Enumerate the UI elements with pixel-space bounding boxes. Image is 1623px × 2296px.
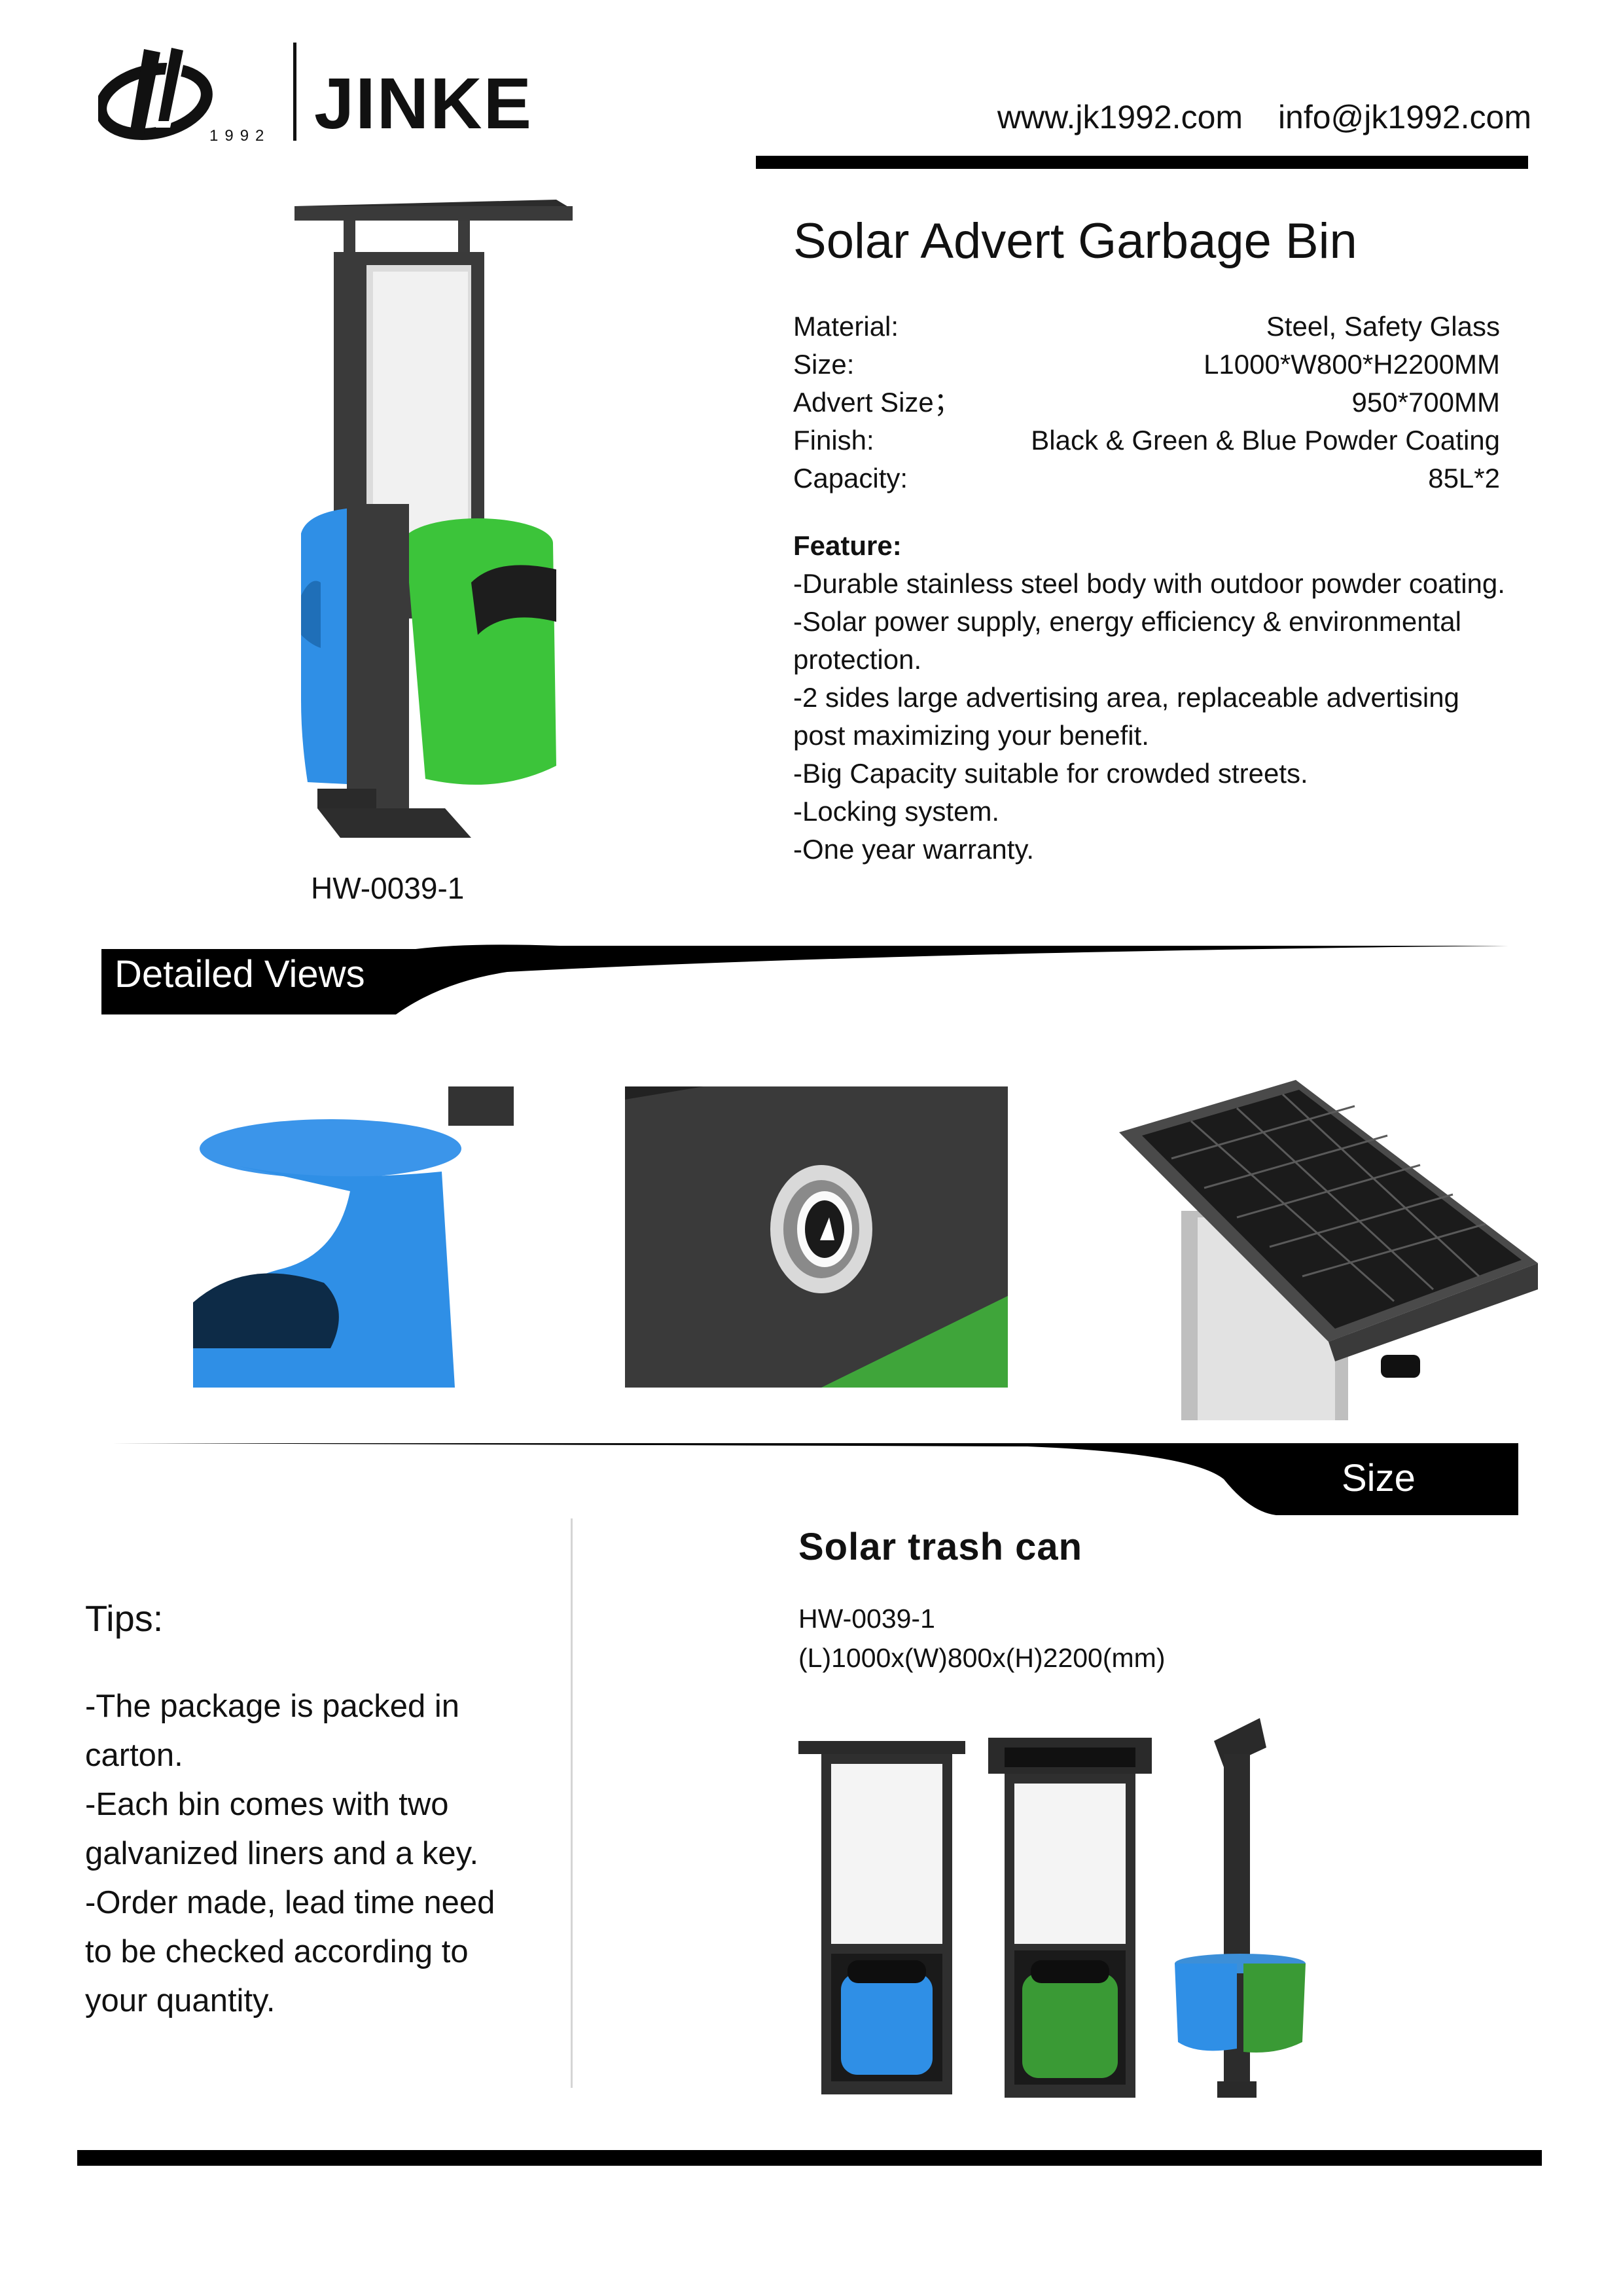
product-title: Solar Advert Garbage Bin	[793, 213, 1357, 269]
section-title-detailed-views: Detailed Views	[115, 953, 365, 996]
brand-name: JINKE	[314, 63, 533, 144]
spec-value: L1000*W800*H2200MM	[1204, 349, 1500, 380]
size-banner	[111, 1440, 1518, 1515]
section-title-size: Size	[1342, 1457, 1416, 1499]
contact-line: www.jk1992.com info@jk1992.com	[955, 98, 1531, 136]
spec-label: Capacity:	[793, 463, 908, 493]
spec-row-size: Size: L1000*W800*H2200MM	[793, 346, 1500, 384]
product-views-image	[779, 1715, 1459, 2108]
size-details: HW-0039-1 (L)1000x(W)800x(H)2200(mm)	[798, 1599, 1165, 1677]
feature-line: protection.	[793, 644, 922, 675]
email-link[interactable]: info@jk1992.com	[1277, 99, 1531, 135]
svg-text:1992: 1992	[209, 127, 270, 145]
size-title: Solar trash can	[798, 1526, 1083, 1568]
feature-line: -Durable stainless steel body with outdo…	[793, 568, 1505, 599]
spec-value: 85L*2	[1428, 463, 1500, 493]
footer-rule	[77, 2150, 1542, 2166]
size-dimensions: (L)1000x(W)800x(H)2200(mm)	[798, 1643, 1166, 1673]
tips-line: -Order made, lead time need	[85, 1885, 495, 1920]
tips-line: -The package is packed in	[85, 1689, 459, 1724]
tips-heading: Tips:	[85, 1598, 164, 1639]
detail-image-solar-panel	[1119, 1080, 1538, 1420]
detail-image-bin-lid	[193, 1086, 514, 1388]
detail-image-lock	[625, 1086, 1008, 1388]
feature-line: post maximizing your benefit.	[793, 720, 1149, 751]
feature-list: Feature: -Durable stainless steel body w…	[793, 527, 1552, 869]
feature-heading: Feature:	[793, 530, 902, 561]
header-rule	[756, 156, 1528, 169]
feature-line: -Solar power supply, energy efficiency &…	[793, 606, 1461, 637]
spec-row-advert-size: Advert Size； 950*700MM	[793, 384, 1500, 422]
spec-row-finish: Finish: Black & Green & Blue Powder Coat…	[793, 422, 1500, 459]
tips-line: to be checked according to	[85, 1934, 469, 1969]
tips-line: -Each bin comes with two	[85, 1787, 449, 1822]
spec-value: 950*700MM	[1351, 387, 1500, 418]
spec-label: Material:	[793, 311, 899, 342]
spec-value: Steel, Safety Glass	[1266, 311, 1500, 342]
brand-logo: 1992	[95, 36, 556, 151]
spec-label: Finish:	[793, 425, 874, 456]
spec-value: Black & Green & Blue Powder Coating	[1031, 425, 1500, 456]
website-link[interactable]: www.jk1992.com	[997, 99, 1243, 135]
tips-list: -The package is packed in carton. -Each …	[85, 1682, 556, 2026]
spec-label: Size:	[793, 349, 855, 380]
spec-table: Material: Steel, Safety Glass Size: L100…	[793, 308, 1500, 497]
tips-line: your quantity.	[85, 1983, 276, 2018]
feature-line: -One year warranty.	[793, 834, 1035, 865]
feature-line: -Big Capacity suitable for crowded stree…	[793, 758, 1308, 789]
detailed-views-banner	[101, 942, 1508, 1014]
feature-line: -2 sides large advertising area, replace…	[793, 682, 1459, 713]
product-image	[281, 177, 582, 864]
spec-label: Advert Size；	[793, 387, 961, 418]
feature-line: -Locking system.	[793, 796, 1000, 827]
product-model: HW-0039-1	[311, 871, 465, 905]
tips-line: carton.	[85, 1738, 183, 1773]
spec-row-capacity: Capacity: 85L*2	[793, 459, 1500, 497]
column-divider	[571, 1518, 573, 2088]
tips-line: galvanized liners and a key.	[85, 1836, 479, 1871]
spec-row-material: Material: Steel, Safety Glass	[793, 308, 1500, 346]
size-model: HW-0039-1	[798, 1604, 935, 1634]
